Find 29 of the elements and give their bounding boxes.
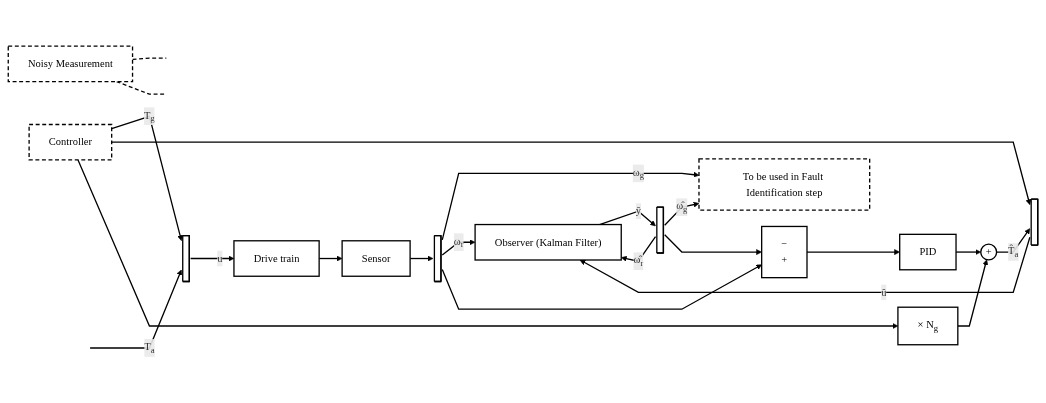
node-circle: + [980, 243, 998, 261]
edge-label: T$_{g}$ [144, 108, 155, 123]
edge-label: ω̂$_{g}$ [676, 199, 688, 214]
node-box: To be used in Fault Identification step [698, 157, 871, 211]
node-box: Sensor [341, 239, 411, 277]
node-box: Drive train [233, 239, 320, 277]
node-box: Observer (Kalman Filter) [474, 223, 622, 261]
arrow [957, 258, 989, 327]
arrow [995, 227, 1031, 253]
edge-label: ŷ [635, 204, 642, 216]
connector [115, 80, 167, 95]
node-box: × N$_{g}$ [897, 306, 959, 345]
edge-label: ω̂$_{r}$ [633, 253, 644, 268]
edge-label: T̂$_{a}$ [1008, 244, 1019, 259]
arrow [77, 158, 899, 329]
edge-label: ω$_{r}$ [453, 234, 464, 249]
node-box: Controller [28, 123, 113, 161]
edge-label: u [217, 252, 223, 264]
arrow [89, 269, 183, 349]
arrow [111, 141, 1032, 205]
edge-label: ω$_{g}$ [632, 165, 645, 180]
arrow [806, 248, 900, 255]
arrow [664, 233, 762, 255]
node-box: Noisy Measurement [7, 44, 134, 82]
arrow [441, 263, 762, 310]
edge-label: T$_{a}$ [144, 340, 155, 355]
node-box: − + [761, 225, 808, 278]
node-box: PID [899, 233, 957, 270]
edge-label: û [881, 286, 887, 298]
